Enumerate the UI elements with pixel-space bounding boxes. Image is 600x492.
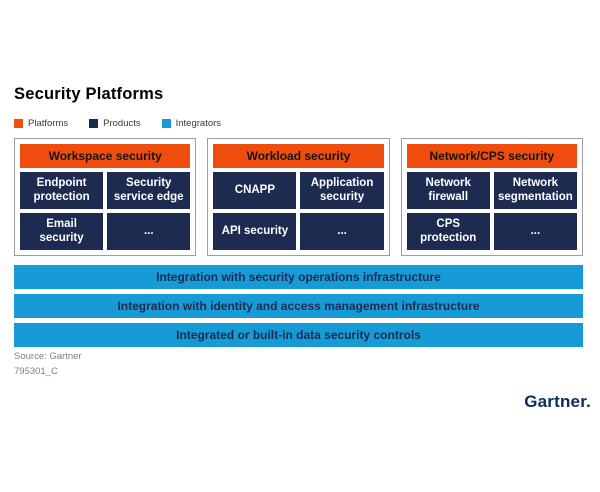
- legend-label-platforms: Platforms: [28, 118, 69, 129]
- platforms-color-swatch: [14, 119, 23, 128]
- gartner-logo: Gartner.: [524, 392, 591, 411]
- product-cell-endpoint-protection: Endpoint protection: [20, 172, 104, 209]
- product-cell-workload-ellipsis: ...: [300, 213, 384, 250]
- product-cell-network-segmentation: Network segmentation: [493, 172, 577, 209]
- platform-header-network-cps: Network/CPS security: [406, 144, 577, 168]
- product-grid-network-cps: Network firewall Network segmentation CP…: [406, 172, 577, 250]
- legend-label-integrators: Integrators: [175, 118, 222, 129]
- figure-id: 795301_C: [14, 366, 58, 377]
- legend-item-products: Products: [89, 118, 141, 129]
- source-note: Source: Gartner: [14, 351, 82, 362]
- platform-box-workspace-security: Workspace security Endpoint protection S…: [14, 138, 197, 256]
- product-grid-workload: CNAPP Application security API security …: [213, 172, 384, 250]
- integrators-color-swatch: [161, 119, 171, 128]
- product-cell-security-service-edge: Security service edge: [107, 172, 191, 209]
- legend: Platforms Products Integrators: [14, 118, 242, 129]
- product-cell-network-ellipsis: ...: [493, 213, 577, 250]
- platform-header-workspace: Workspace security: [20, 144, 191, 168]
- platform-header-workload: Workload security: [213, 144, 384, 168]
- integrator-bar-identity-access-management: Integration with identity and access man…: [14, 294, 583, 318]
- integrator-bar-data-security-controls: Integrated or built-in data security con…: [14, 323, 583, 347]
- product-cell-cnapp: CNAPP: [213, 172, 297, 209]
- legend-item-integrators: Integrators: [161, 118, 222, 129]
- product-cell-application-security: Application security: [300, 172, 384, 209]
- product-grid-workspace: Endpoint protection Security service edg…: [20, 172, 191, 250]
- platform-box-network-cps-security: Network/CPS security Network firewall Ne…: [400, 138, 583, 256]
- legend-item-platforms: Platforms: [14, 118, 68, 129]
- platform-boxes-row: Workspace security Endpoint protection S…: [14, 138, 583, 256]
- product-cell-workspace-ellipsis: ...: [107, 213, 191, 250]
- figure-title: Security Platforms: [14, 85, 164, 103]
- product-cell-cps-protection: CPS protection: [406, 213, 490, 250]
- product-cell-api-security: API security: [213, 213, 297, 250]
- products-color-swatch: [89, 119, 99, 128]
- product-cell-email-security: Email security: [20, 213, 104, 250]
- integrator-bars: Integration with security operations inf…: [14, 265, 583, 347]
- product-cell-network-firewall: Network firewall: [406, 172, 490, 209]
- legend-label-products: Products: [103, 118, 141, 129]
- integrator-bar-security-operations: Integration with security operations inf…: [14, 265, 583, 289]
- platform-box-workload-security: Workload security CNAPP Application secu…: [207, 138, 390, 256]
